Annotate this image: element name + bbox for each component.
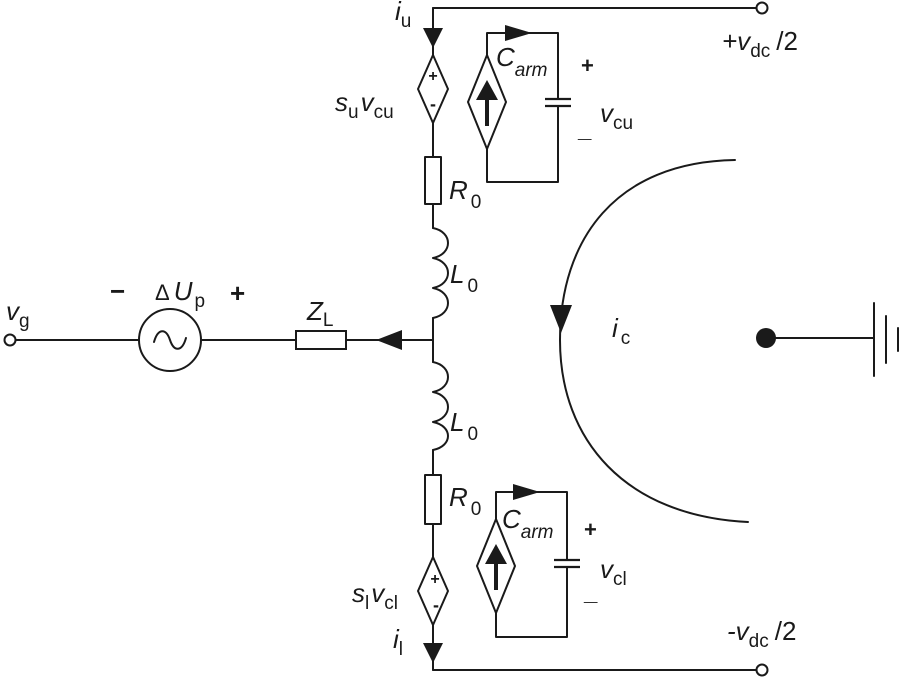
upper-source-plus: + [428,68,437,85]
vcu-minus-sign: _ [577,116,592,143]
ic-arrow-icon [550,305,572,333]
lower-r0-resistor [424,474,442,525]
circulating-current-arc [559,159,749,523]
vcl-minus-sign: _ [583,579,598,606]
upper-loop-arrow-icon [505,25,532,41]
vcu-plus-sign: + [581,53,594,78]
sine-wave-icon [153,330,187,350]
output-current-arrow-icon [376,330,402,350]
lower-current-source-arrow-icon [485,544,507,564]
upper-r0-resistor [424,156,442,205]
lower-source-plus: + [430,571,439,588]
upper-source-minus: - [430,94,436,114]
lower-source-minus: - [433,595,439,615]
vcu-label: vcu [600,98,633,134]
zl-impedance [295,330,347,350]
positive-dc-terminal [755,1,769,15]
ac-voltage-source [138,308,202,372]
sl-vcl-label: slvcl [352,578,398,614]
lower-loop-arrow-icon [513,484,540,500]
upper-l0-inductor [432,227,449,319]
vcl-label: vcl [600,554,627,590]
il-arrow-icon [423,643,443,663]
vdc-negative-label: -vdc/2 [727,616,796,652]
zl-label: ZL [306,296,333,331]
carm-lower-label: Carm [502,504,554,543]
negative-dc-terminal [755,663,769,677]
lower-l0-inductor [432,361,449,451]
vcl-plus-sign: + [584,517,597,542]
iu-arrow-icon [423,28,443,48]
dup-minus-sign: − [110,276,125,306]
carm-upper-label: Carm [496,42,548,81]
dup-plus-sign: + [230,278,245,308]
vdc-positive-label: +vdc/2 [722,26,798,62]
neutral-point-dot [756,328,776,348]
su-vcu-label: suvcu [335,87,394,123]
il-label: il [393,624,403,660]
vg-label: vg [6,296,30,332]
iu-label: iu [395,0,411,32]
upper-current-source-arrow-icon [476,80,498,100]
vg-terminal [3,333,17,347]
